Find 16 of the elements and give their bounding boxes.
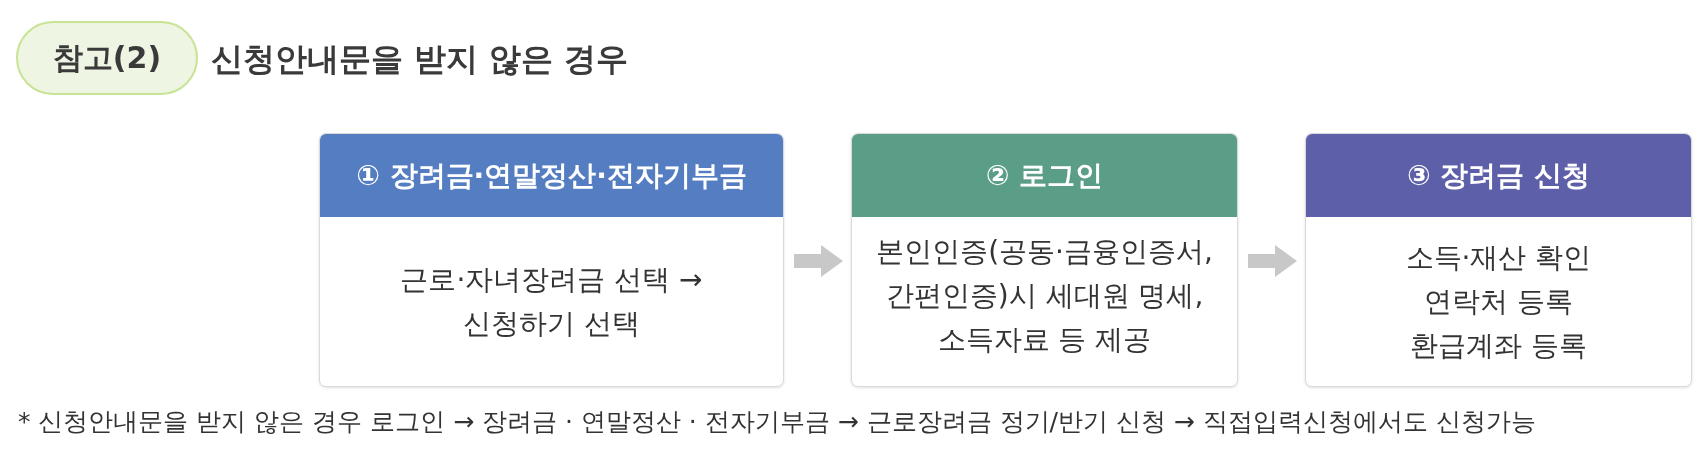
arrow — [794, 245, 843, 277]
step-card — [851, 133, 1238, 387]
footnote: * 신청안내문을 받지 않은 경우 로그인 → 장려금 · 연말정산 · 전자기부금 → 근로장려금 정기/반기 신청 → 직접입력신청에서도 신청가능 — [18, 406, 1536, 438]
heading: 신청안내문을 받지 않은 경우 — [211, 39, 629, 80]
step-description: 소득·재산 확인 — [1405, 239, 1592, 276]
step-description: 본인인증(공동·금융인증서, 간편인증)시 세대원 명세, 소득자료 등 제공 — [875, 233, 1214, 358]
step-description: 근로·자녀장려금 선택 → 신청하기 선택 — [399, 261, 704, 342]
step-description: 환급계좌 등록 — [1410, 327, 1587, 364]
step-title: ① 장려금·연말정산·전자기부금 — [320, 134, 783, 217]
step-title: ② 로그인 — [852, 134, 1237, 217]
step-card — [1305, 133, 1692, 387]
step-description: 연락처 등록 — [1424, 283, 1573, 320]
section-tag: 참고(2) — [16, 21, 198, 95]
arrow — [1248, 245, 1297, 277]
step-title: ③ 장려금 신청 — [1306, 134, 1691, 217]
step-card — [319, 133, 784, 387]
